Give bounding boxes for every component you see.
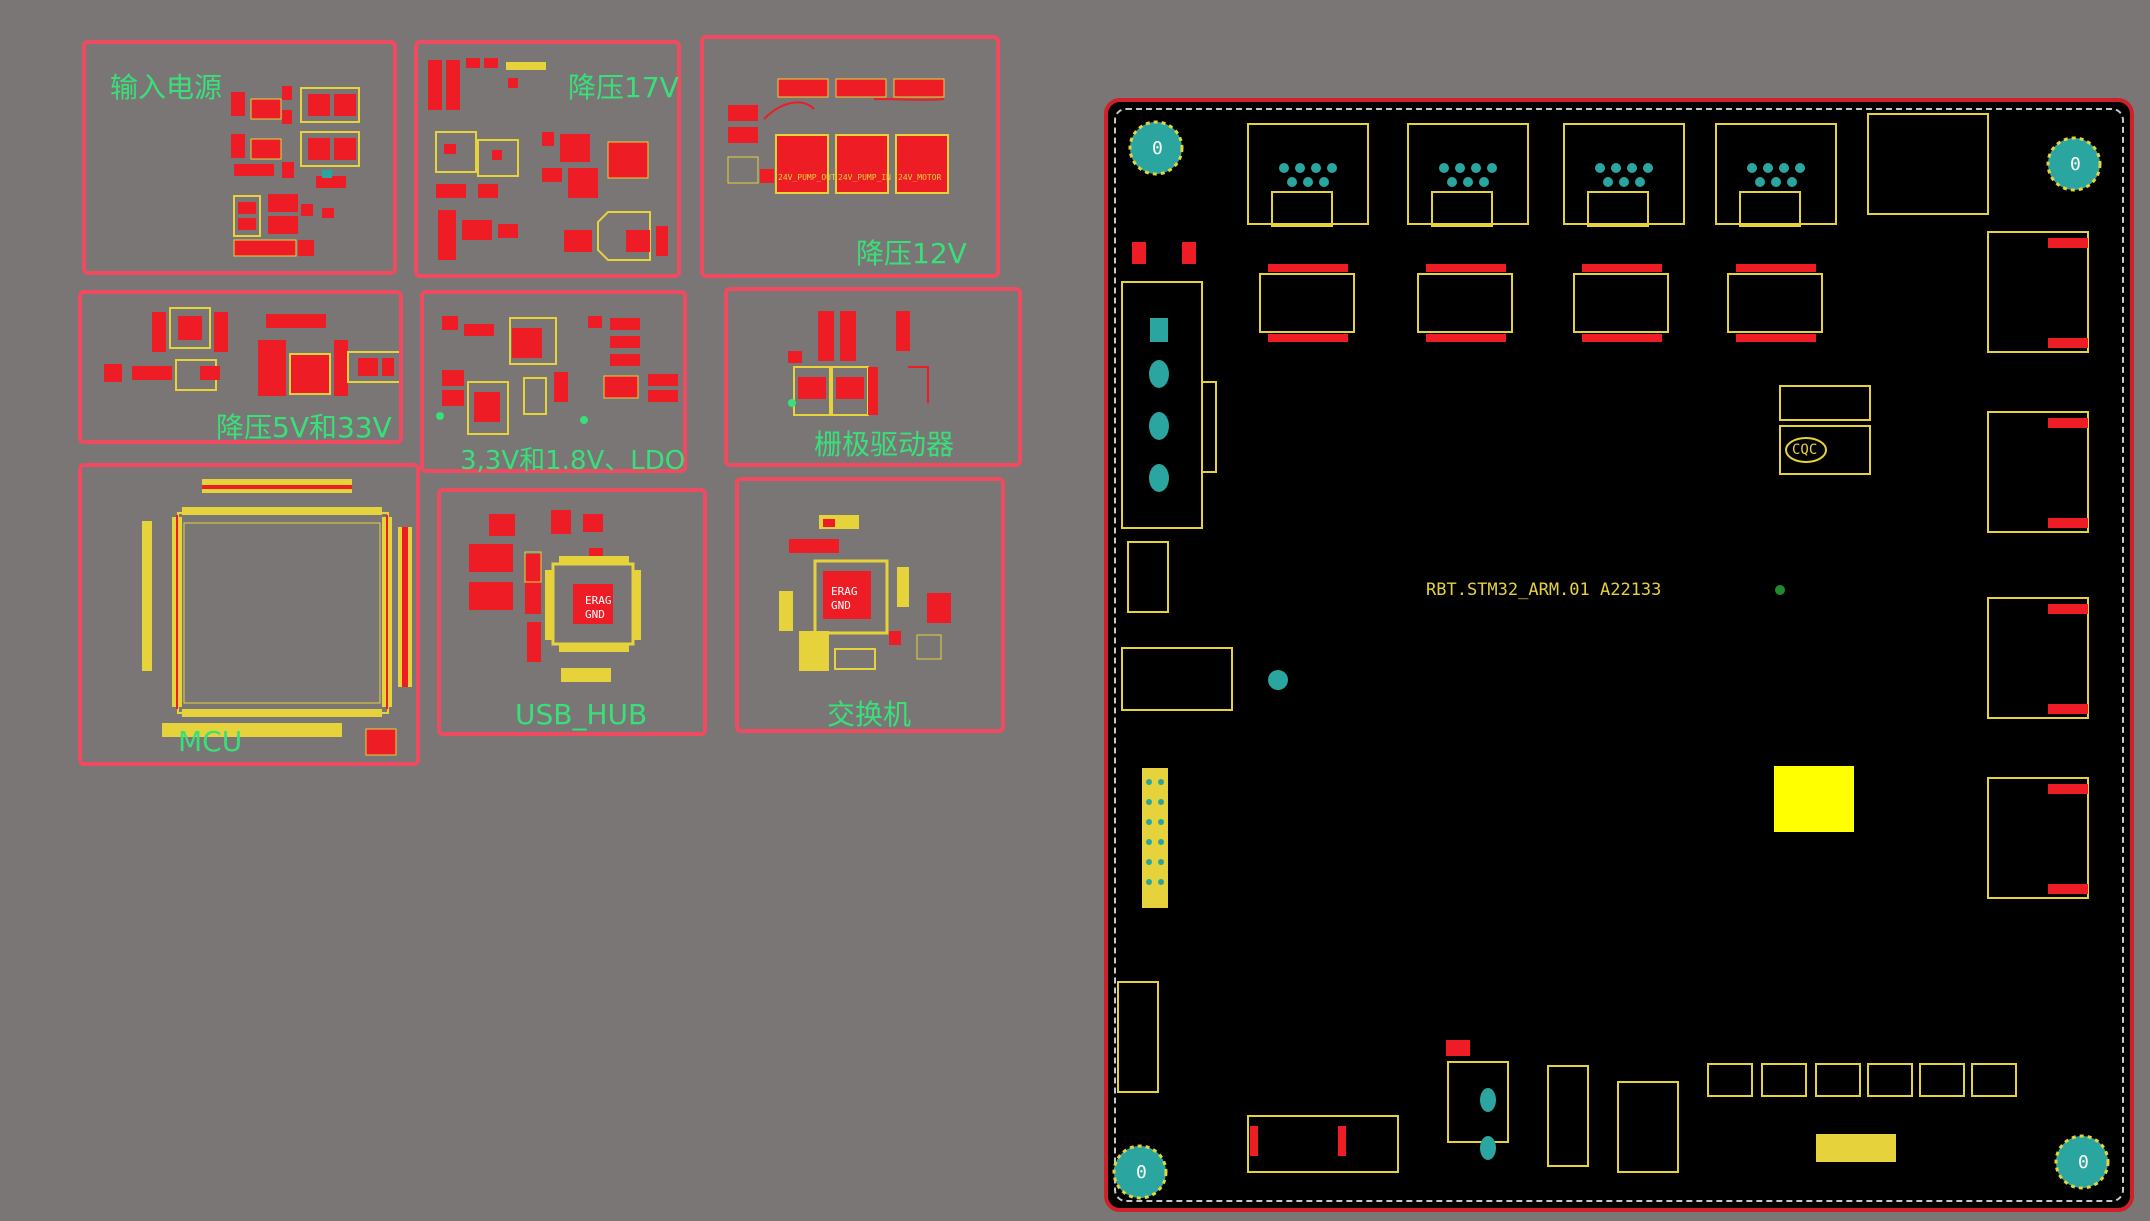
mcu-components <box>142 479 412 756</box>
pump-in-label: 24V_PUMP_IN <box>838 173 891 182</box>
group-gate-driver-label: 栅极驱动器 <box>814 428 955 461</box>
buck-12v-components <box>727 78 949 194</box>
mounting-hole-bottom-left: 0 <box>1136 1162 1147 1183</box>
group-mcu-label: MCU <box>178 725 243 758</box>
gate-driver-components <box>788 311 929 416</box>
buck-17v-components <box>428 58 668 261</box>
group-buck-17v-label: 降压17V <box>568 71 679 104</box>
group-switch[interactable]: ERAG GND 交换机 <box>735 477 1005 733</box>
group-ldo-label: 3,3V和1.8V、LDO <box>460 446 686 476</box>
board-silkscreen-label: RBT.STM32_ARM.01 A22133 <box>1426 580 1662 600</box>
group-mcu[interactable]: MCU <box>78 463 420 766</box>
pump-out-label: 24V_PUMP_OUT <box>778 173 836 182</box>
group-buck-5v-33v-label: 降压5V和33V <box>216 411 392 444</box>
group-usb-hub-label: USB_HUB <box>515 698 648 731</box>
group-buck-12v-label: 降压12V <box>856 237 967 270</box>
motor-label: 24V_MOTOR <box>898 173 942 182</box>
mounting-hole-top-right: 0 <box>2070 154 2081 175</box>
usb-hub-components <box>469 510 641 682</box>
group-buck-5v-33v[interactable]: 降压5V和33V <box>78 290 409 444</box>
group-usb-hub[interactable]: ERAG GND USB_HUB <box>437 488 707 736</box>
board-layout-artwork <box>1112 113 2110 1200</box>
switch-gnd-label: GND <box>831 599 851 612</box>
buck-5v-33v-components <box>104 307 409 396</box>
usb-hub-gnd-label: GND <box>585 608 605 621</box>
mounting-hole-top-left: 0 <box>1152 138 1163 159</box>
group-switch-label: 交换机 <box>827 698 912 731</box>
ldo-components <box>436 316 678 435</box>
group-buck-12v[interactable]: 24V_PUMP_OUT 24V_PUMP_IN 24V_MOTOR 降压12V <box>700 35 1000 278</box>
board-keepout-outline <box>1114 108 2124 1202</box>
input-power-components <box>231 86 360 257</box>
cqc-cert-mark: CQC <box>1792 442 1818 458</box>
mounting-hole-bottom-right: 0 <box>2078 1152 2089 1173</box>
switch-components <box>779 515 951 671</box>
pcb-board[interactable]: 0 0 0 0 CQC RBT.STM32_ARM.01 A22133 <box>1104 98 2134 1212</box>
group-input-power[interactable]: 输入电源 <box>82 40 397 275</box>
group-buck-17v[interactable]: 降压17V <box>414 40 681 278</box>
group-gate-driver[interactable]: 栅极驱动器 <box>724 287 1022 467</box>
group-ldo[interactable]: 3,3V和1.8V、LDO <box>420 290 687 476</box>
group-input-power-label: 输入电源 <box>110 71 223 104</box>
usb-hub-erag-label: ERAG <box>585 594 612 607</box>
switch-erag-label: ERAG <box>831 585 858 598</box>
